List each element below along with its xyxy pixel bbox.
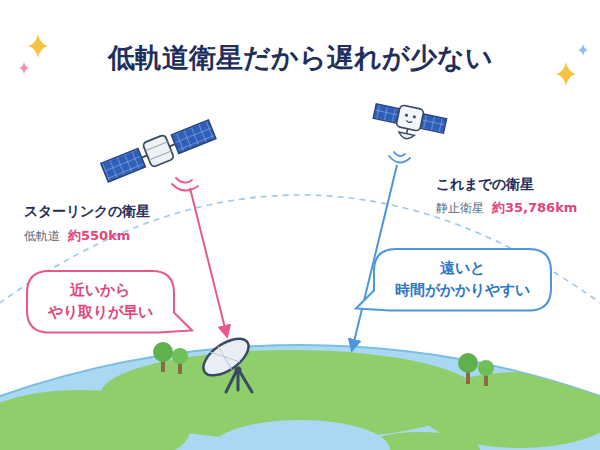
geo-satellite	[370, 100, 447, 146]
altitude: 約35,786km	[492, 199, 577, 217]
bubble-text: 近いから やり取りが早い	[47, 280, 154, 324]
satellite-name: スターリンクの衛星	[24, 203, 150, 221]
signal-waves	[389, 152, 410, 163]
bubble-text: 遠いと 時間がかかりやすい	[394, 258, 531, 302]
signal-arrow	[190, 188, 227, 336]
speech-bubble: 遠いと 時間がかかりやすい	[374, 249, 551, 311]
bubble-outline	[27, 271, 192, 333]
earth	[0, 345, 600, 450]
speech-bubble: 近いから やり取りが早い	[27, 271, 174, 333]
satellite-name: これまでの衛星	[436, 176, 534, 194]
bubble-outline	[374, 249, 551, 311]
sparkle	[19, 62, 29, 74]
sparkle	[28, 34, 48, 58]
sparkle	[578, 44, 588, 56]
signal-waves	[172, 178, 198, 191]
bubble-outline	[356, 249, 551, 311]
title: 低軌道衛星だから遅れが少ない	[108, 40, 493, 76]
leo-satellite	[100, 117, 217, 185]
sparkle	[556, 62, 576, 86]
orbit-type: 静止衛星	[436, 200, 484, 217]
bubble-outline	[27, 271, 174, 333]
orbit-type: 低軌道	[24, 228, 60, 245]
altitude: 約550km	[68, 227, 130, 245]
dish-antenna	[197, 331, 255, 392]
land	[0, 350, 600, 450]
